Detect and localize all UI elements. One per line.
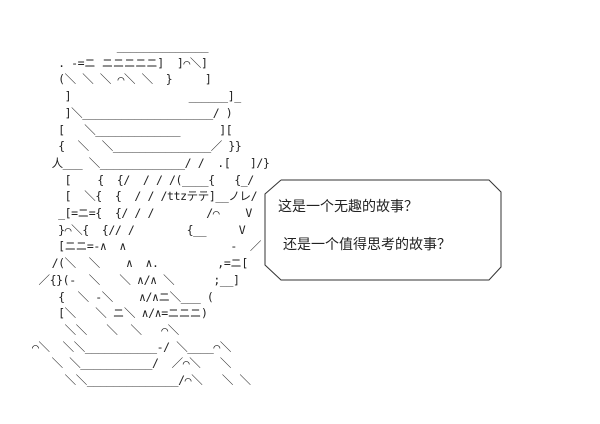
- art-line: ]＼____________________/ ): [64, 105, 233, 120]
- ascii-art-character: ______________ . -=ニ ニニニニニ] ]⌒＼] (＼ ＼ ＼ …: [32, 38, 270, 389]
- art-line: /(＼ ＼ ∧ ∧. ,=ニ[: [51, 256, 249, 271]
- art-line: [ ＼{ { / / /ttzテテ]__ノレ/: [64, 189, 258, 204]
- art-line: { ＼ -＼ ∧/∧ニ＼___ (: [58, 289, 214, 304]
- art-line: ______________: [116, 39, 209, 53]
- art-line: [ ＼_____________ ][: [58, 122, 233, 137]
- art-line: _[=ニ={ {/ / / /⌒ V: [58, 206, 252, 221]
- art-line: . -=ニ ニニニニニ] ]⌒＼]: [58, 55, 208, 70]
- art-line: [＼ ＼ ニ＼ ∧/∧=ニニニ): [58, 306, 208, 321]
- art-line: ＼ ＼___________/ ／⌒＼ ＼: [51, 356, 232, 371]
- art-line: ＼＼______________/⌒＼ ＼ ＼: [64, 373, 251, 388]
- art-line: ⌒＼ ＼＼___________-/ ＼____⌒＼: [32, 339, 232, 354]
- art-line: (＼ ＼ ＼ ⌒＼ ＼ } ]: [58, 72, 212, 87]
- speech-line-2: 还是一个值得思考的故事？: [283, 237, 451, 253]
- art-line: [ { {/ / / /(____{ {_/: [64, 172, 255, 187]
- speech-line-1: 这是一个无趣的故事？: [278, 199, 418, 215]
- art-line: ／{}(- ＼ ＼ ∧/∧ ＼ ;__]: [38, 272, 240, 287]
- speech-bubble-outline: [264, 179, 502, 281]
- art-line: ] ______]_: [64, 89, 242, 104]
- art-line: { ＼ ＼_______________／ }}: [58, 139, 242, 154]
- art-line: 人___ ＼_____________/ / .[ ]/}: [51, 155, 270, 170]
- art-line: }⌒＼{ {// / {__ V: [58, 222, 246, 237]
- art-line: [ニニ=-∧ ∧ - ／: [58, 239, 262, 254]
- art-line: ＼＼ ＼ ＼ ⌒＼: [64, 322, 180, 337]
